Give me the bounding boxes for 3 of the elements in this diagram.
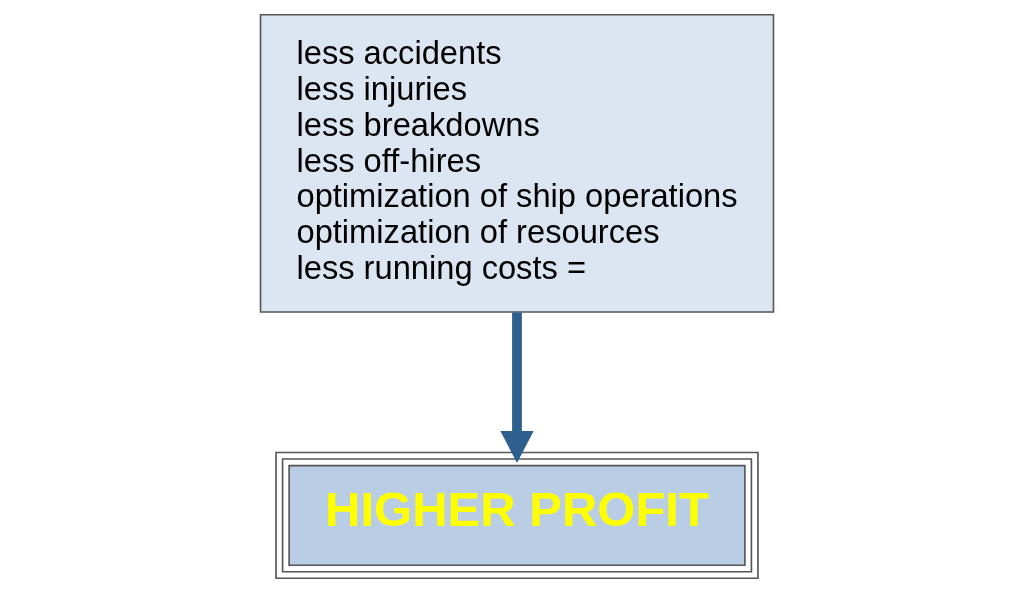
arrow xyxy=(500,312,534,463)
node-box: less accidents less injuries less breakdowns less off-hires optimization of ship operations optimization of resources less running costs = xyxy=(259,13,775,313)
node-box: HIGHER PROFIT xyxy=(275,451,759,580)
